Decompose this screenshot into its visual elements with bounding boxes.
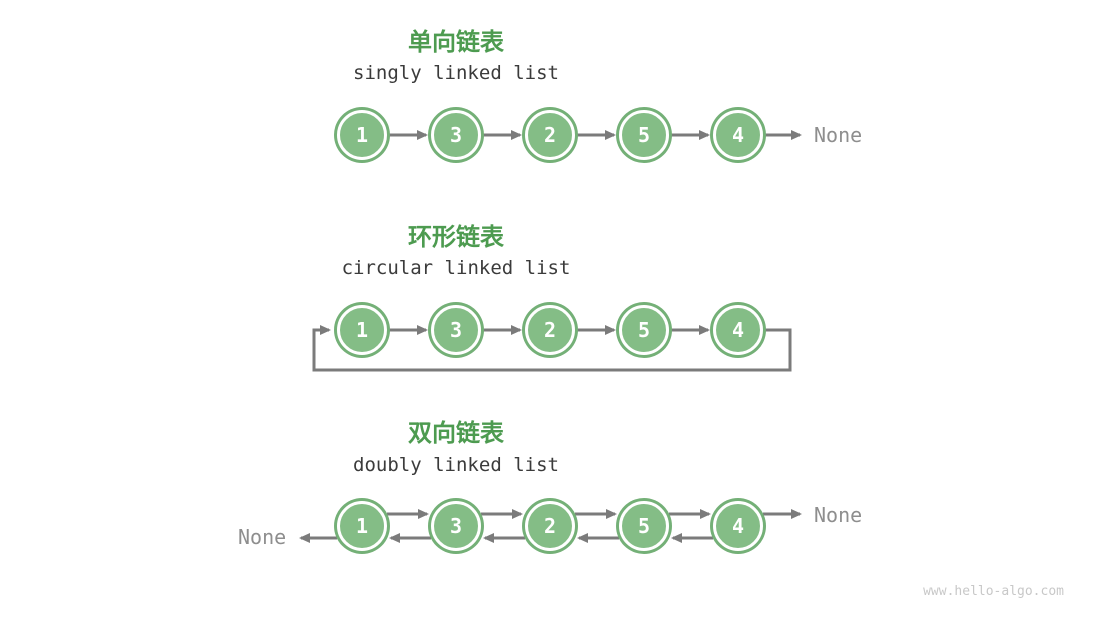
singly-title-en: singly linked list	[353, 62, 559, 84]
none-label: None	[238, 525, 287, 549]
list-node: 5	[619, 110, 669, 160]
list-node: 5	[619, 305, 669, 355]
doubly-list-arrows	[299, 509, 802, 543]
circular-list-arrows	[312, 325, 792, 372]
list-node: 3	[431, 110, 481, 160]
singly-title-zh: 单向链表	[408, 29, 504, 56]
list-node: 1	[337, 110, 387, 160]
none-label: None	[814, 503, 863, 527]
list-node: 4	[713, 110, 763, 160]
doubly-title-en: doubly linked list	[353, 454, 559, 476]
list-node: 2	[525, 110, 575, 160]
circular-loop-arrow	[312, 325, 792, 372]
none-label: None	[814, 123, 863, 147]
list-node: 1	[337, 501, 387, 551]
list-node: 3	[431, 305, 481, 355]
circular-title-en: circular linked list	[341, 257, 571, 279]
doubly-title-zh: 双向链表	[408, 420, 504, 447]
list-node: 4	[713, 501, 763, 551]
circular-title-zh: 环形链表	[408, 224, 504, 251]
list-node: 2	[525, 501, 575, 551]
watermark: www.hello-algo.com	[923, 584, 1064, 599]
list-node: 1	[337, 305, 387, 355]
list-node: 3	[431, 501, 481, 551]
list-node: 5	[619, 501, 669, 551]
list-node: 2	[525, 305, 575, 355]
list-node: 4	[713, 305, 763, 355]
